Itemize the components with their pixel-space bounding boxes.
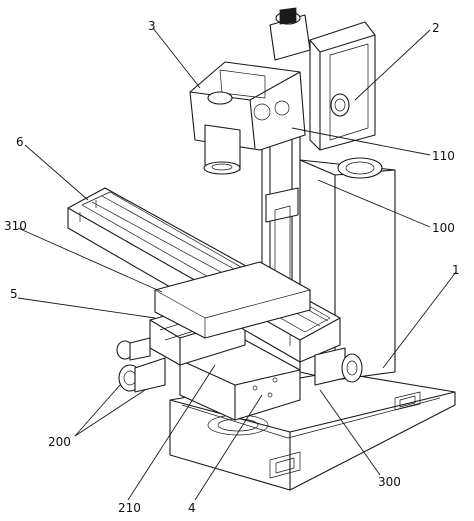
leader-5 bbox=[17, 297, 156, 319]
label-4: 4 bbox=[188, 501, 196, 515]
label-3: 3 bbox=[148, 19, 156, 33]
leader-2 bbox=[354, 29, 431, 101]
label-1: 1 bbox=[452, 263, 460, 277]
leader-200-b bbox=[74, 389, 146, 437]
label-100: 100 bbox=[432, 221, 455, 235]
leader-100 bbox=[317, 179, 431, 228]
spindle-carriage bbox=[269, 7, 376, 151]
leader-300 bbox=[319, 389, 381, 476]
label-200: 200 bbox=[48, 435, 71, 449]
work-table bbox=[67, 187, 341, 363]
leader-110 bbox=[291, 127, 431, 156]
leader-210 bbox=[127, 364, 216, 501]
label-310: 310 bbox=[4, 219, 27, 233]
x-axis-handwheel bbox=[314, 347, 363, 386]
label-2: 2 bbox=[432, 21, 440, 35]
label-110: 110 bbox=[432, 149, 455, 163]
callout-labels: 3 2 6 110 100 310 5 1 200 300 210 4 bbox=[4, 19, 460, 515]
label-210: 210 bbox=[118, 501, 141, 515]
leader-6 bbox=[24, 144, 89, 201]
leader-200-a bbox=[74, 384, 121, 437]
spindle-head bbox=[189, 61, 306, 175]
leader-4 bbox=[194, 394, 263, 501]
label-6: 6 bbox=[16, 135, 24, 149]
leader-3 bbox=[152, 27, 201, 89]
label-5: 5 bbox=[10, 287, 18, 301]
callout-leaders bbox=[17, 27, 457, 501]
label-300: 300 bbox=[378, 475, 401, 489]
leader-310 bbox=[17, 227, 163, 293]
leader-1 bbox=[382, 271, 457, 369]
y-axis-handwheels bbox=[116, 337, 166, 393]
